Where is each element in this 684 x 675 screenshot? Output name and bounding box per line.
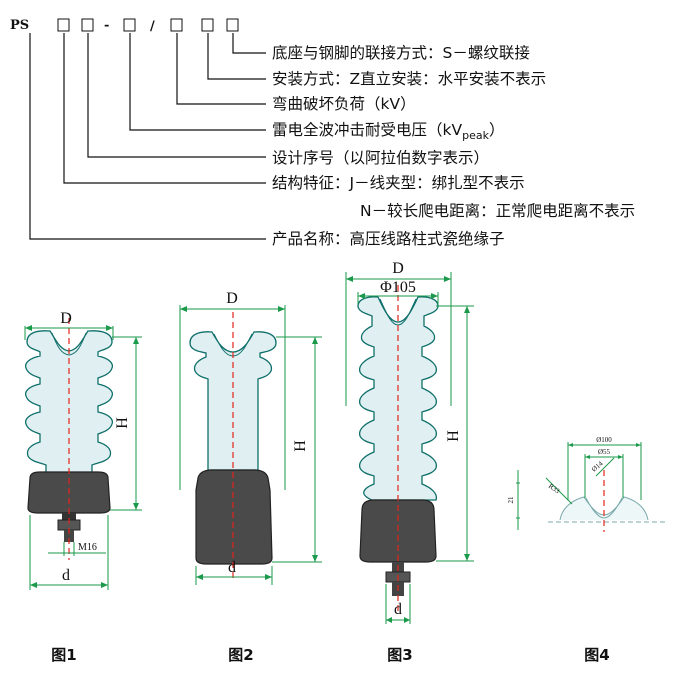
fig1-stud — [64, 530, 74, 542]
legend-item-5: 设计序号（以阿拉伯数字表示） — [272, 149, 489, 167]
figure-4: Ø100 Ø55 Ø14 R33 21 图4 — [507, 436, 668, 664]
leader-lines — [29, 33, 266, 240]
fig3-dim-d: d — [394, 601, 402, 618]
fig1-dim-D: D — [60, 310, 72, 327]
fig4-caption: 图4 — [584, 646, 609, 664]
fig3-caption: 图3 — [387, 646, 412, 664]
fig4-dim-height: 21 — [507, 496, 515, 504]
figure-1: D H M16 d 图1 — [24, 310, 142, 664]
fig1-groove — [51, 332, 87, 356]
figure-3: D Φ105 H d 图3 — [345, 260, 474, 664]
fig1-dim-d: d — [62, 567, 70, 584]
code-legend: 底座与钢脚的联接方式：S－螺纹联接 安装方式：Z直立安装：水平安装不表示 弯曲破… — [272, 44, 635, 248]
fig4-dim-radius: R33 — [547, 482, 562, 496]
legend-item-2: 安装方式：Z直立安装：水平安装不表示 — [272, 70, 546, 88]
code-box-4 — [170, 18, 183, 32]
fig3-dim-phi: Φ105 — [380, 279, 416, 296]
legend-item-1: 底座与钢脚的联接方式：S－螺纹联接 — [272, 44, 530, 62]
fig1-thread-label: M16 — [78, 542, 97, 553]
code-box-1 — [57, 18, 70, 32]
legend-item-8: 产品名称：高压线路柱式瓷绝缘子 — [272, 230, 505, 248]
model-code: PS - / — [10, 18, 239, 34]
code-box-6 — [226, 18, 239, 32]
leader-line-2 — [207, 33, 266, 80]
fig2-porcelain-body — [189, 331, 277, 471]
leader-line-3 — [176, 33, 266, 105]
code-slash: / — [150, 19, 155, 34]
fig3-dim-D: D — [392, 260, 404, 277]
fig1-caption: 图1 — [51, 646, 76, 664]
legend-item-4: 雷电全波冲击耐受电压（kVpeak） — [272, 121, 504, 142]
leader-line-8 — [29, 33, 266, 240]
fig2-dim-H: H — [292, 440, 309, 452]
code-prefix: PS — [10, 18, 29, 33]
fig2-dim-D: D — [226, 290, 238, 307]
fig4-dim-mid: Ø55 — [598, 448, 611, 456]
fig2-dim-d: d — [228, 559, 236, 576]
leader-line-5 — [87, 33, 266, 158]
fig2-base — [195, 469, 273, 565]
legend-item-7: N－较长爬电距离：正常爬电距离不表示 — [360, 202, 635, 220]
fig1-nut — [62, 513, 76, 520]
code-box-5 — [201, 18, 214, 32]
leader-line-6 — [63, 33, 266, 184]
leader-line-4 — [129, 33, 266, 131]
fig4-dim-inner: Ø14 — [590, 459, 605, 473]
code-box-2 — [81, 18, 94, 32]
fig1-dim-H: H — [114, 417, 131, 429]
leader-line-1 — [232, 33, 266, 54]
figure-2: D H d 图2 — [179, 290, 322, 664]
code-dash: - — [104, 18, 109, 33]
fig2-caption: 图2 — [228, 646, 253, 664]
legend-item-3: 弯曲破坏负荷（kV） — [272, 95, 416, 113]
fig3-dim-H: H — [445, 430, 462, 442]
code-box-3 — [123, 18, 136, 32]
fig4-dim-outer: Ø100 — [596, 436, 612, 444]
legend-item-6: 结构特征：J－线夹型：绑扎型不表示 — [272, 174, 525, 192]
fig4-groove — [585, 497, 623, 519]
